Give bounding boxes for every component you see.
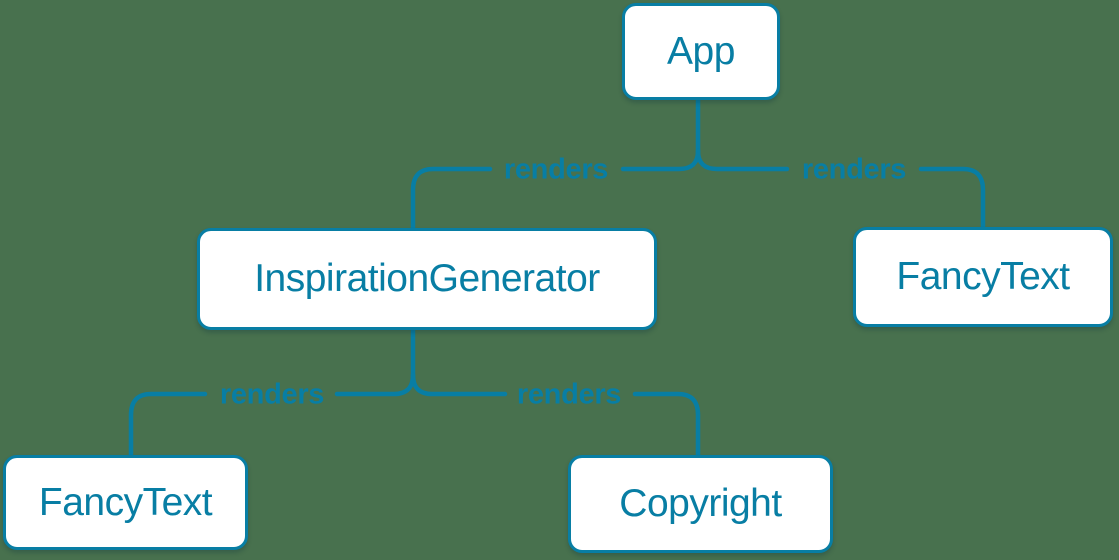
connector-app-to-inspiration-right-segment	[620, 148, 701, 172]
connector-inspiration-to-copyright-right-segment	[632, 391, 701, 458]
tree-node-fancytext-bottom: FancyText	[3, 455, 248, 550]
connector-inspiration-to-copyright-left-segment	[410, 372, 508, 397]
connector-app-to-fancytext-left-segment	[695, 148, 790, 172]
tree-node-copyright: Copyright	[568, 455, 833, 553]
connector-app-to-fancytext-right-segment	[918, 166, 986, 230]
connector-app-to-inspiration-left-segment	[410, 166, 493, 231]
edge-label-renders-inspiration-copyright: renders	[516, 378, 622, 411]
connector-inspiration-to-fancytext-left-segment	[128, 391, 208, 458]
edge-label-renders-app-fancytext: renders	[801, 153, 907, 186]
tree-node-app: App	[622, 3, 780, 100]
edge-label-renders-app-inspiration: renders	[503, 153, 609, 186]
tree-node-fancytext-top: FancyText	[853, 227, 1113, 327]
edge-label-renders-inspiration-fancytext: renders	[219, 378, 325, 411]
connector-inspiration-to-fancytext-right-segment	[334, 372, 416, 397]
tree-node-inspiration-generator: InspirationGenerator	[197, 228, 657, 330]
